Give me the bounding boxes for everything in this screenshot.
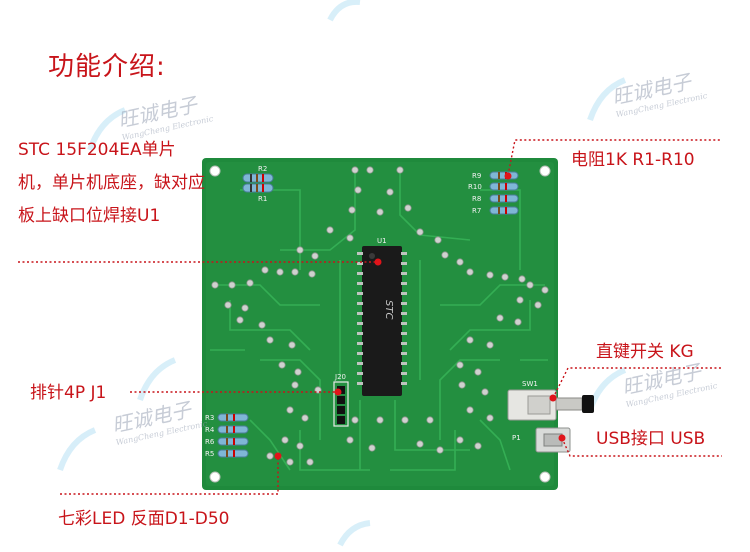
- push-switch-sw1: [507, 389, 594, 421]
- silk-r5: R5: [205, 450, 214, 458]
- silk-r1: R1: [258, 195, 267, 203]
- silk-u1: U1: [377, 237, 387, 245]
- silk-r4: R4: [205, 426, 215, 434]
- label-resistor: 电阻1K R1-R10: [571, 150, 695, 170]
- label-pin-header: 排针4P J1: [30, 383, 107, 403]
- silk-r3: R3: [205, 414, 214, 422]
- silk-j20: J20: [334, 373, 346, 381]
- silk-p1: P1: [512, 434, 521, 442]
- silk-r9: R9: [472, 172, 481, 180]
- page-title: 功能介绍:: [48, 52, 166, 82]
- label-led: 七彩LED 反面D1-D50: [58, 509, 230, 529]
- pin-header-j20: [333, 381, 349, 427]
- silk-chip: STC: [383, 300, 394, 319]
- resistor-r1-r2: [242, 173, 274, 193]
- label-switch: 直键开关 KG: [596, 342, 694, 362]
- pcb-board: [202, 158, 594, 490]
- silk-r6: R6: [205, 438, 215, 446]
- silk-sw1: SW1: [522, 380, 538, 388]
- mcu-chip-u1: [357, 246, 407, 396]
- silk-r7: R7: [472, 207, 481, 215]
- silk-r10: R10: [468, 183, 482, 191]
- silk-r8: R8: [472, 195, 481, 203]
- usb-connector-p1: [535, 427, 571, 453]
- silk-r2: R2: [258, 165, 267, 173]
- resistor-r3-r6: [217, 413, 249, 458]
- label-usb: USB接口 USB: [596, 429, 706, 449]
- label-mcu: STC 15F204EA单片机，单片机底座，缺对应板上缺口位焊接U1: [18, 140, 205, 226]
